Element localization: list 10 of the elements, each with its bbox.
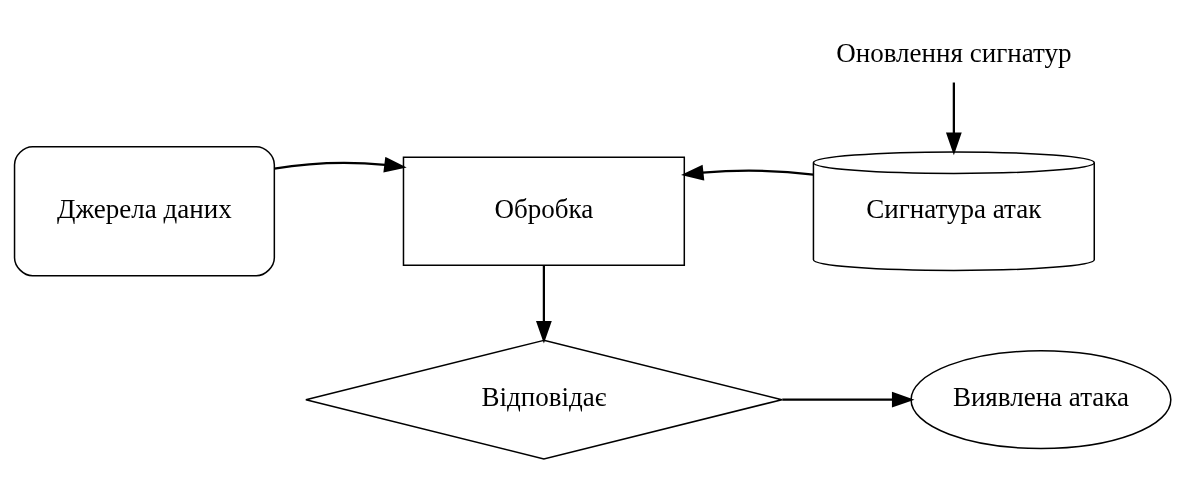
arrow (782, 391, 915, 408)
node-ellipse: Виявлена атака (910, 349, 1172, 449)
arrow (681, 164, 814, 180)
node-diamond: Відповідає (305, 339, 783, 460)
node-box: Джерела даних (13, 145, 276, 277)
node-text: Оновлення сигнатур (836, 37, 1072, 68)
arrow (274, 156, 407, 173)
arrow (945, 82, 962, 155)
arrow (536, 264, 552, 344)
node-box: Обробка (402, 155, 686, 266)
